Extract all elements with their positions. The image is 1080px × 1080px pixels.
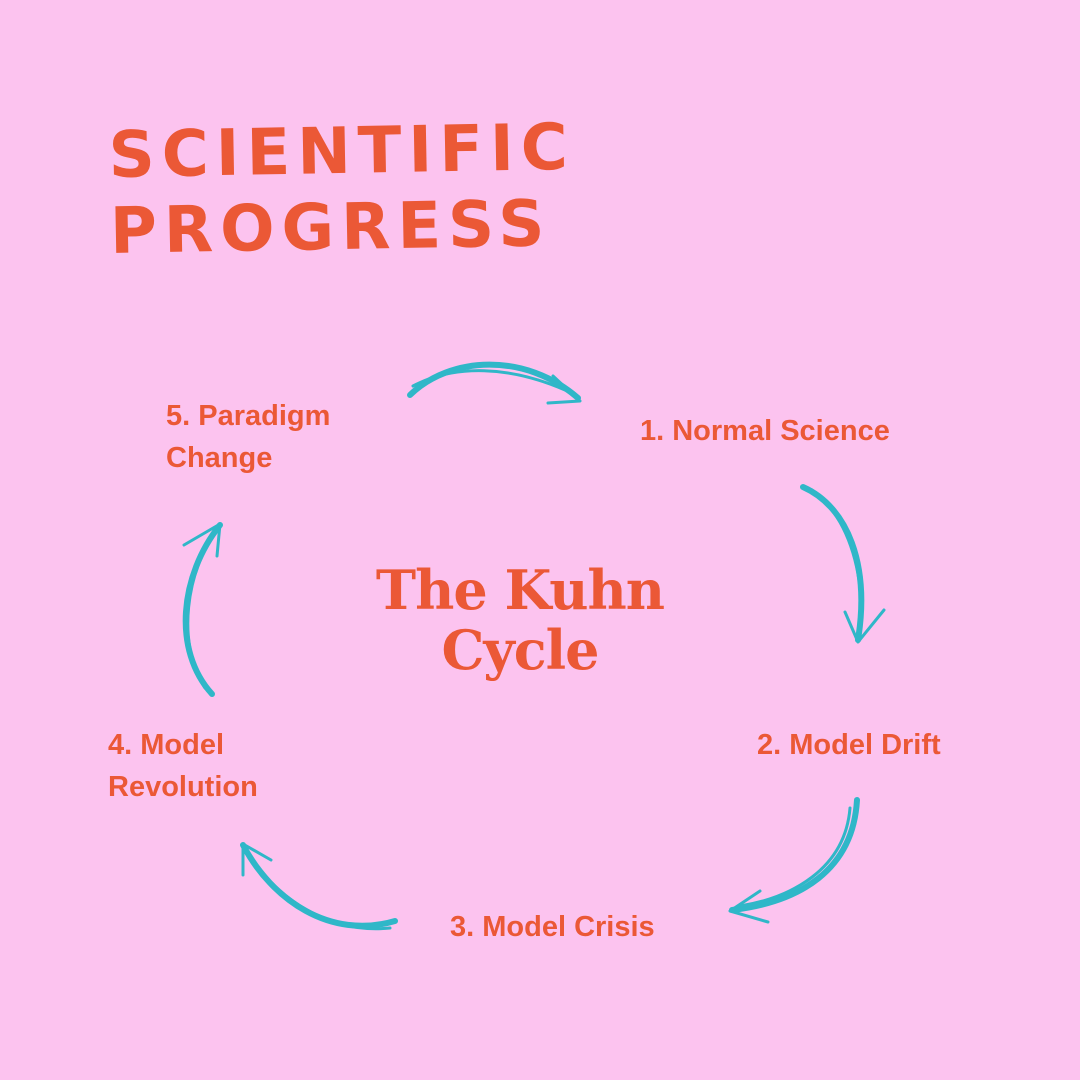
stage-paradigm-change: 5. Paradigm Change xyxy=(166,395,330,479)
stage-label: 3. Model Crisis xyxy=(450,911,655,943)
stage-model-drift: 2. Model Drift xyxy=(757,724,941,766)
arrow-model-crisis-to-model-revolution-icon xyxy=(240,842,398,931)
stage-model-revolution: 4. Model Revolution xyxy=(108,724,258,808)
arrow-model-revolution-to-paradigm-change-icon xyxy=(182,522,223,697)
cycle-center-title: The Kuhn Cycle xyxy=(290,560,750,680)
arrow-model-drift-to-model-crisis-icon xyxy=(728,797,860,924)
stage-model-crisis: 3. Model Crisis xyxy=(450,906,655,948)
stage-label: 2. Model Drift xyxy=(757,729,941,761)
arrow-paradigm-change-to-normal-science-icon xyxy=(407,361,582,405)
cycle-center-title-line-1: The Kuhn xyxy=(375,558,665,622)
arrow-normal-science-to-model-drift-icon xyxy=(800,484,886,644)
stage-label-line-1: 5. Paradigm xyxy=(166,400,331,432)
stage-label-line-2: Revolution xyxy=(108,771,258,803)
stage-label-line-2: Change xyxy=(166,442,273,474)
stage-label: 1. Normal Science xyxy=(640,415,890,447)
stage-label-line-1: 4. Model xyxy=(108,729,225,761)
stage-normal-science: 1. Normal Science xyxy=(640,410,890,452)
cycle-center-title-line-2: Cycle xyxy=(441,618,599,682)
